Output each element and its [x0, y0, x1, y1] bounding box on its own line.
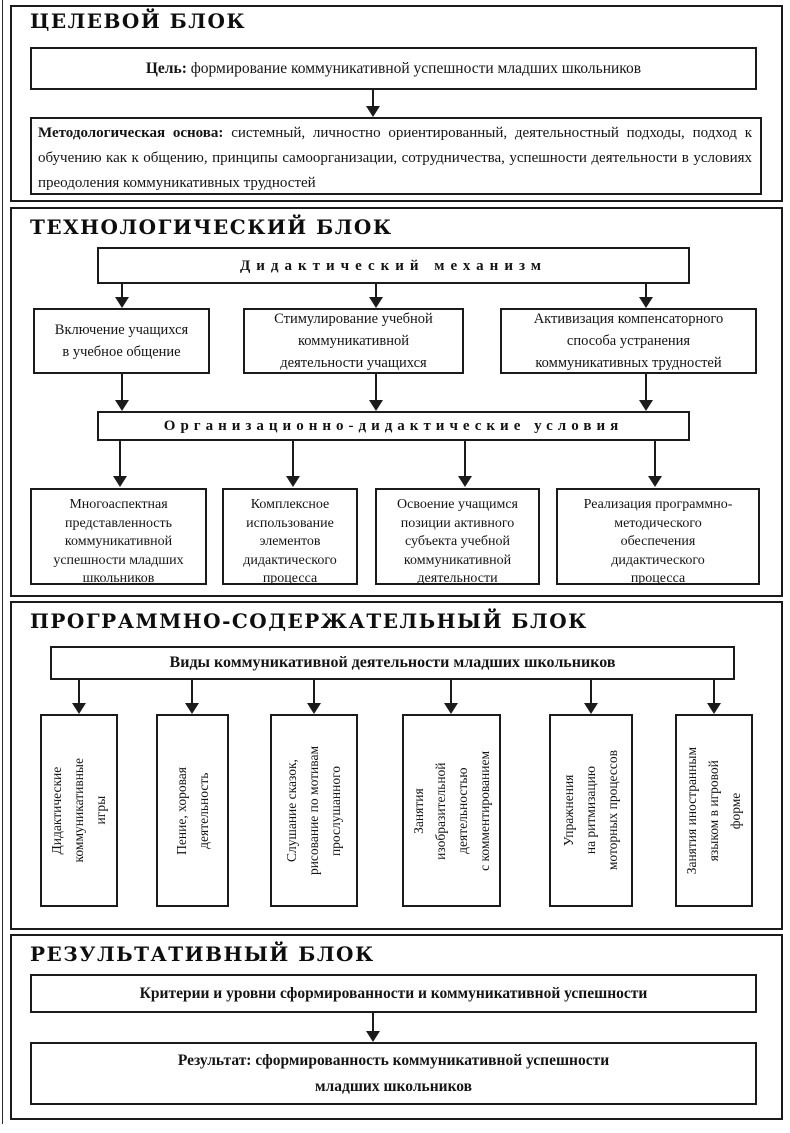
condition-box-3: Освоение учащимся позиции активного субъ…	[375, 488, 540, 586]
section-technological-block: ТЕХНОЛОГИЧЕСКИЙ БЛОК Дидактический механ…	[10, 207, 783, 597]
section-technological-title: ТЕХНОЛОГИЧЕСКИЙ БЛОК	[30, 215, 393, 239]
down-arrow	[281, 441, 305, 487]
down-arrow	[364, 284, 388, 308]
result-box: Результат: сформированность коммуникатив…	[30, 1042, 757, 1105]
didactic-mechanism-box: Дидактический механизм	[97, 247, 690, 284]
down-arrow	[108, 441, 132, 487]
methodology-box-text: Методологическая основа: системный, личн…	[32, 119, 760, 196]
activity-box-6: Занятия иностранным языком в игровой фор…	[675, 714, 753, 907]
mechanism-box-2: Стимулирование учебной коммуникативной д…	[243, 308, 464, 374]
result-text: сформированность коммуникативной успешно…	[255, 1051, 610, 1095]
activity-box-4-text: Занятия изобразительной деятельностью с …	[410, 750, 492, 871]
down-arrow	[702, 680, 726, 714]
down-arrow	[453, 441, 477, 487]
section-program-content-block: ПРОГРАММНО-СОДЕРЖАТЕЛЬНЫЙ БЛОК Виды комм…	[10, 601, 783, 930]
down-arrow	[579, 680, 603, 714]
result-box-text: Результат: сформированность коммуникатив…	[32, 1048, 755, 1100]
down-arrow	[180, 680, 204, 714]
activity-box-3-text: Слушание сказок, рисование по мотивам пр…	[284, 745, 343, 876]
goal-box-text: Цель: формирование коммуникативной успеш…	[32, 58, 755, 80]
down-arrow	[643, 441, 667, 487]
activity-box-2: Пение, хоровая деятельность	[156, 714, 229, 907]
down-arrow	[361, 1013, 385, 1042]
criteria-box: Критерии и уровни сформированности и ком…	[30, 974, 757, 1013]
condition-box-1: Многоаспектная представленность коммуник…	[30, 488, 207, 586]
activity-box-1: Дидактические коммуникативные игры	[40, 714, 118, 907]
methodology-box: Методологическая основа: системный, личн…	[30, 117, 762, 195]
didactic-mechanism-text: Дидактический механизм	[239, 257, 548, 274]
activity-kinds-box: Виды коммуникативной деятельности младши…	[50, 646, 735, 680]
section-target-title: ЦЕЛЕВОЙ БЛОК	[30, 9, 247, 33]
activity-kinds-text: Виды коммуникативной деятельности младши…	[169, 654, 616, 671]
criteria-text: Критерии и уровни сформированности и ком…	[139, 984, 648, 1002]
activity-box-6-text: Занятия иностранным языком в игровой фор…	[684, 746, 743, 875]
down-arrow	[361, 90, 385, 117]
condition-box-4: Реализация программно- методического обе…	[556, 488, 760, 586]
activity-box-2-text: Пение, хоровая деятельность	[173, 766, 211, 855]
down-arrow	[110, 374, 134, 411]
down-arrow	[439, 680, 463, 714]
section-result-block: РЕЗУЛЬТАТИВНЫЙ БЛОК Критерии и уровни сф…	[10, 934, 783, 1120]
down-arrow	[634, 374, 658, 411]
activity-box-3: Слушание сказок, рисование по мотивам пр…	[270, 714, 358, 907]
mechanism-box-3: Активизация компенсаторного способа устр…	[500, 308, 757, 374]
section-result-title: РЕЗУЛЬТАТИВНЫЙ БЛОК	[30, 942, 375, 966]
methodology-text: системный, личностно ориентированный, де…	[38, 125, 752, 191]
goal-text: формирование коммуникативной успешности …	[190, 59, 642, 77]
activity-box-1-text: Дидактические коммуникативные игры	[49, 758, 108, 863]
activity-box-5: Упражнения на ритмизацию моторных процес…	[549, 714, 633, 907]
down-arrow	[302, 680, 326, 714]
mechanism-box-1: Включение учащихся в учебное общение	[33, 308, 210, 374]
goal-box: Цель: формирование коммуникативной успеш…	[30, 47, 757, 90]
down-arrow	[67, 680, 91, 714]
didactic-conditions-box: Организационно-дидактические условия	[97, 411, 690, 441]
methodology-label: Методологическая основа:	[38, 125, 224, 141]
activity-box-5-text: Упражнения на ритмизацию моторных процес…	[561, 750, 620, 871]
page-left-edge-line	[2, 0, 3, 1124]
activity-box-4: Занятия изобразительной деятельностью с …	[402, 714, 501, 907]
down-arrow	[634, 284, 658, 308]
down-arrow	[364, 374, 388, 411]
condition-box-2: Комплексное использование элементов дида…	[222, 488, 358, 586]
section-program-content-title: ПРОГРАММНО-СОДЕРЖАТЕЛЬНЫЙ БЛОК	[30, 609, 588, 633]
section-target-block: ЦЕЛЕВОЙ БЛОК Цель: формирование коммуник…	[10, 5, 783, 202]
didactic-conditions-text: Организационно-дидактические условия	[163, 418, 624, 434]
down-arrow	[110, 284, 134, 308]
goal-label: Цель:	[145, 59, 187, 77]
result-label: Результат:	[177, 1051, 252, 1069]
